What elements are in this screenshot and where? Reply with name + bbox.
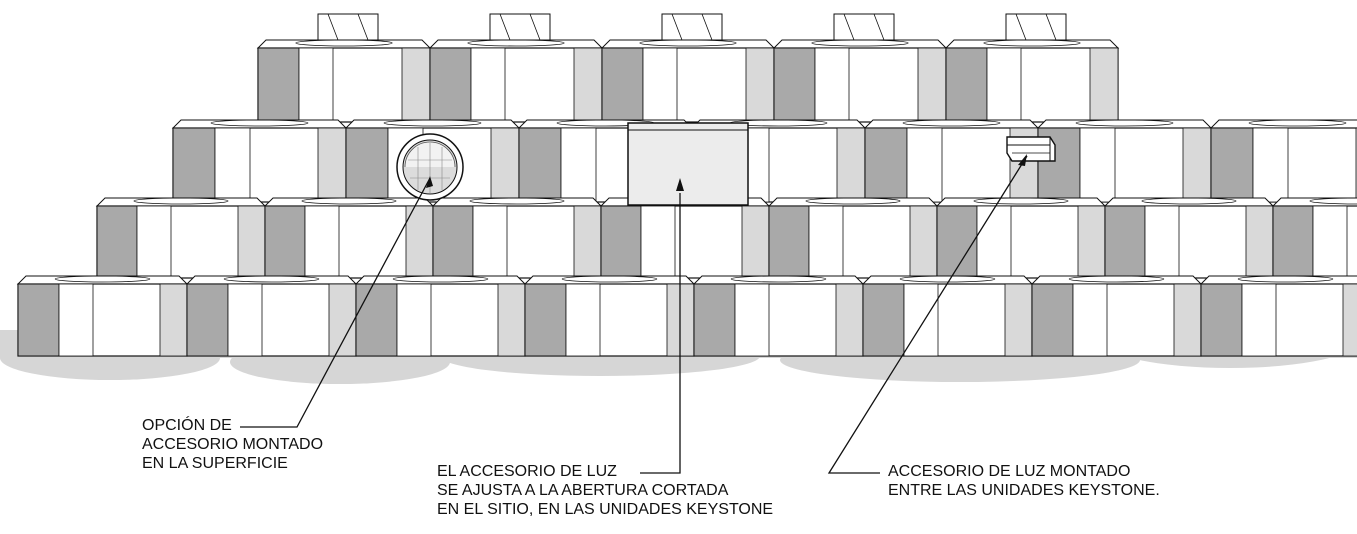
keystone-unit <box>767 197 939 279</box>
inset-fixture-icon <box>627 122 749 206</box>
unit-core-post <box>833 13 895 41</box>
callout-line: ACCESORIO DE LUZ MONTADO <box>888 463 1131 480</box>
keystone-unit <box>263 197 435 279</box>
callout-line: ENTRE LAS UNIDADES KEYSTONE. <box>888 482 1160 499</box>
callout-line: EN EL SITIO, EN LAS UNIDADES KEYSTONE <box>437 501 774 518</box>
callout-line: ACCESORIO MONTADO <box>142 436 324 453</box>
callout-between-units: ACCESORIO DE LUZ MONTADO ENTRE LAS UNIDA… <box>888 462 1160 500</box>
unit-core-post <box>317 13 379 41</box>
leader-lines <box>240 154 1028 474</box>
keystone-unit <box>95 197 267 279</box>
keystone-unit <box>428 39 604 123</box>
callout-line: SE AJUSTA A LA ABERTURA CORTADA <box>437 482 729 499</box>
arrowhead-surface <box>426 176 433 188</box>
keystone-unit <box>523 275 696 357</box>
keystone-unit <box>935 197 1107 279</box>
leader-between-units <box>827 155 1028 474</box>
keystone-unit <box>431 197 603 279</box>
keystone-unit <box>1199 275 1357 357</box>
between-units-fixture-icon <box>1006 136 1056 162</box>
keystone-unit <box>185 275 358 357</box>
keystone-unit <box>944 39 1120 123</box>
third-course <box>95 197 1357 279</box>
second-course <box>171 119 1357 203</box>
keystone-unit <box>692 275 865 357</box>
keystone-unit <box>861 275 1034 357</box>
callout-surface-mounted: OPCIÓN DE ACCESORIO MONTADO EN LA SUPERF… <box>142 416 323 473</box>
top-course <box>256 39 1120 123</box>
callout-cut-opening: EL ACCESORIO DE LUZ SE AJUSTA A LA ABERT… <box>437 462 773 519</box>
keystone-unit <box>1271 197 1357 279</box>
callout-line: EN LA SUPERFICIE <box>142 455 288 472</box>
keystone-unit <box>256 39 432 123</box>
keystone-unit <box>1030 275 1203 357</box>
callout-line: OPCIÓN DE <box>142 417 232 434</box>
keystone-unit <box>354 275 527 357</box>
leader-surface-mounted <box>240 177 431 428</box>
keystone-unit <box>1036 119 1213 203</box>
light-fixtures <box>396 122 1056 206</box>
surface-mounted-fixture-icon <box>396 133 464 201</box>
keystone-unit <box>772 39 948 123</box>
bottom-course <box>16 275 1357 357</box>
unit-core-post <box>661 13 723 41</box>
leader-cut-opening <box>640 193 681 474</box>
keystone-unit <box>599 197 771 279</box>
arrowhead-between <box>1018 154 1027 166</box>
keystone-unit <box>171 119 348 203</box>
arrowhead-cut <box>676 178 684 191</box>
keystone-unit <box>1209 119 1357 203</box>
unit-core-post <box>489 13 551 41</box>
keystone-unit <box>16 275 189 357</box>
keystone-unit <box>1103 197 1275 279</box>
callout-line: EL ACCESORIO DE LUZ <box>437 463 617 480</box>
unit-core-post <box>1005 13 1067 41</box>
keystone-unit <box>600 39 776 123</box>
